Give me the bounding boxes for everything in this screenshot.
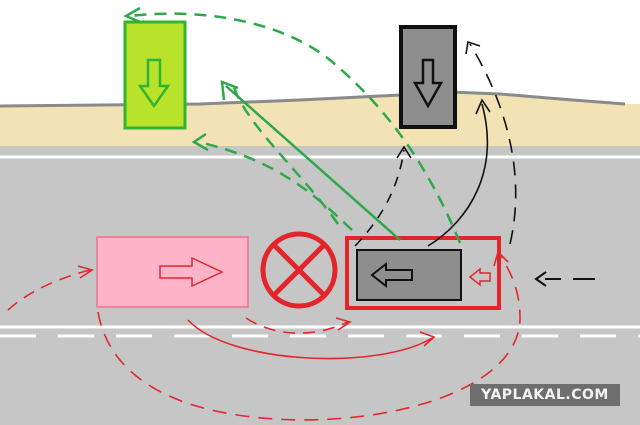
arrow-down-icon xyxy=(412,58,444,109)
green-car xyxy=(123,20,187,130)
arrow-down-icon xyxy=(137,58,171,109)
red-paths xyxy=(7,250,521,421)
gray-car xyxy=(356,249,462,301)
incoming-dashed-arrow xyxy=(534,271,595,287)
black-paths xyxy=(354,40,517,247)
red-arrowhead-big xyxy=(493,250,509,267)
red-dashed-path-entry xyxy=(7,269,91,311)
red-arrowhead-solid xyxy=(419,331,436,347)
black-arrowhead-short xyxy=(396,145,412,159)
watermark: YAPLAKAL.COM xyxy=(470,384,620,406)
green-solid-path xyxy=(225,85,401,241)
black-arrowhead-long xyxy=(465,40,481,55)
arrow-left-icon xyxy=(370,261,413,289)
green-dashed-path-top xyxy=(129,12,462,244)
black-solid-path xyxy=(427,103,489,247)
green-arrowhead-middle xyxy=(191,132,209,152)
green-dashed-path-lower xyxy=(230,79,340,225)
black-arrowhead-solid xyxy=(475,98,491,115)
green-arrowhead-top xyxy=(123,6,141,24)
green-arrowhead-solid xyxy=(220,80,239,101)
green-dashed-path-middle xyxy=(197,140,353,231)
red-arrowhead-loop xyxy=(335,317,352,331)
arrow-right-icon xyxy=(159,256,224,288)
highlighted-car-frame xyxy=(345,236,501,310)
pink-car xyxy=(96,236,249,308)
red-arrowhead-entry xyxy=(77,265,94,279)
black-dashed-path-long xyxy=(469,43,517,245)
arrow-left-icon xyxy=(468,267,491,287)
black-dashed-path-short xyxy=(354,149,405,247)
dark-car xyxy=(399,25,457,129)
green-paths xyxy=(123,6,462,244)
red-solid-path xyxy=(187,319,433,360)
no-entry-cross-icon xyxy=(260,231,338,309)
